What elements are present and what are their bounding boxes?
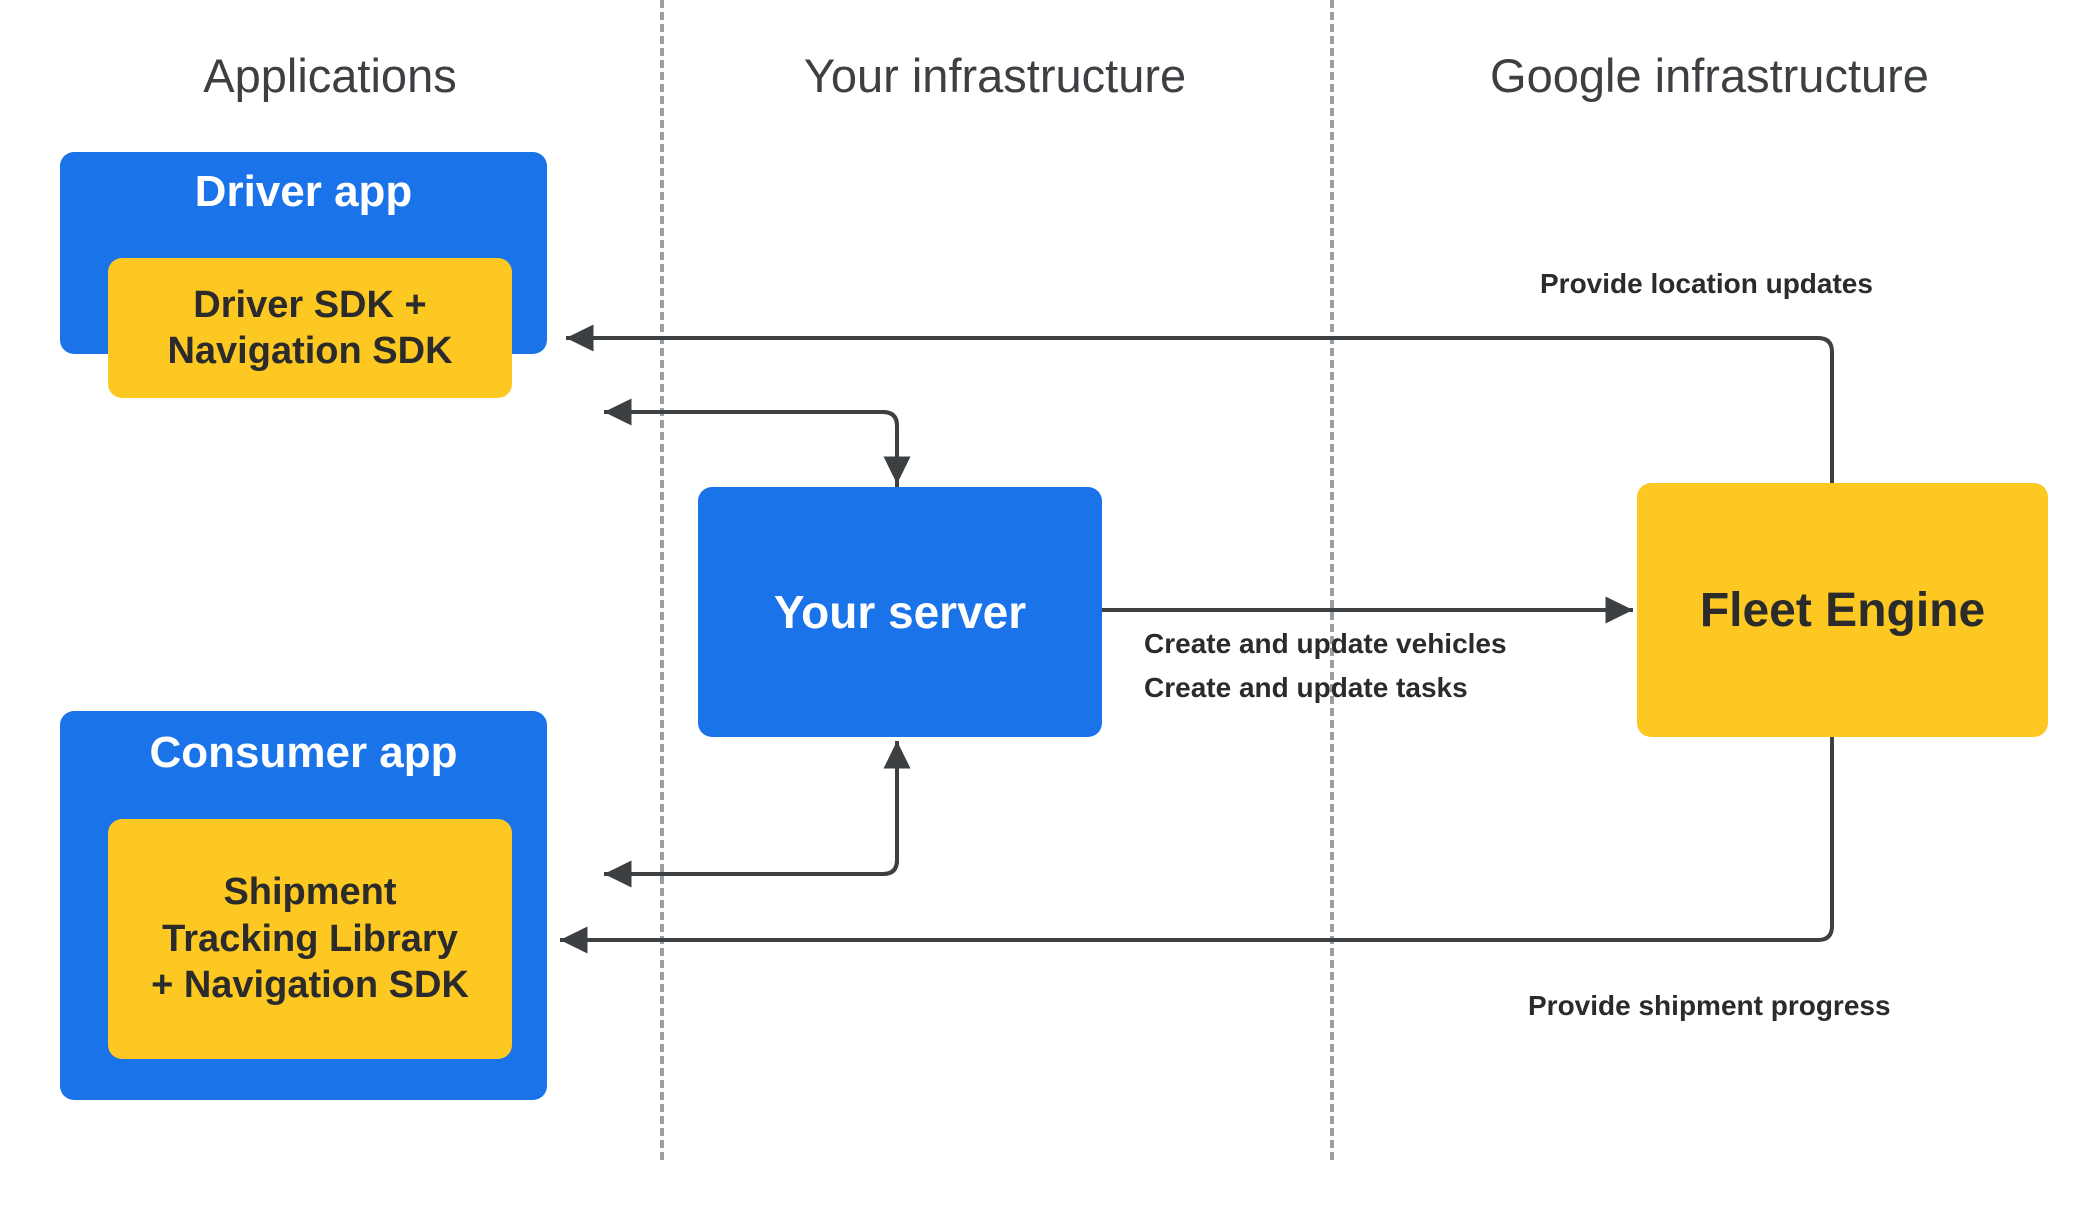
column-header-your-infrastructure: Your infrastructure bbox=[803, 49, 1187, 102]
node-driver-sdk-line2: Navigation SDK bbox=[167, 330, 453, 372]
edge-consumer-app-to-your-server bbox=[604, 741, 911, 876]
edge-fleet-engine-to-consumer-sdk bbox=[560, 737, 1834, 954]
node-fleet-engine-label: Fleet Engine bbox=[1699, 583, 1986, 637]
column-header-applications: Applications bbox=[203, 49, 457, 102]
node-driver-sdk-line1: Driver SDK + bbox=[193, 283, 427, 326]
edge-your-server-to-consumer-app bbox=[604, 741, 899, 888]
node-consumer-sdk[interactable]: Shipment Tracking Library + Navigation S… bbox=[108, 819, 512, 1059]
node-driver-app-label: Driver app bbox=[194, 167, 413, 216]
column-header-google-infrastructure: Google infrastructure bbox=[1490, 49, 1929, 102]
edge-label-create-and-update-tasks: Create and update tasks bbox=[1144, 672, 1468, 703]
node-consumer-sdk-line1: Shipment bbox=[223, 871, 397, 914]
edge-label-create-and-update-vehicles: Create and update vehicles bbox=[1144, 628, 1507, 659]
edge-label-provide-location-updates: Provide location updates bbox=[1540, 268, 1873, 299]
node-your-server[interactable]: Your server bbox=[698, 487, 1102, 737]
edge-fleet-engine-to-driver-sdk bbox=[566, 324, 1834, 483]
divider-applications-infrastructure bbox=[660, 0, 664, 1160]
edge-driver-app-to-your-server bbox=[604, 410, 911, 484]
edge-your-server-to-driver-app bbox=[604, 398, 899, 487]
node-consumer-sdk-line2: Tracking Library bbox=[162, 917, 458, 960]
node-consumer-app-label: Consumer app bbox=[149, 728, 458, 777]
node-driver-sdk[interactable]: Driver SDK + Navigation SDK bbox=[108, 258, 512, 398]
divider-infrastructure-google bbox=[1330, 0, 1334, 1160]
node-your-server-label: Your server bbox=[773, 586, 1027, 638]
edge-label-provide-shipment-progress: Provide shipment progress bbox=[1528, 990, 1891, 1021]
node-fleet-engine[interactable]: Fleet Engine bbox=[1637, 483, 2048, 737]
node-consumer-sdk-line3: + Navigation SDK bbox=[151, 964, 469, 1007]
